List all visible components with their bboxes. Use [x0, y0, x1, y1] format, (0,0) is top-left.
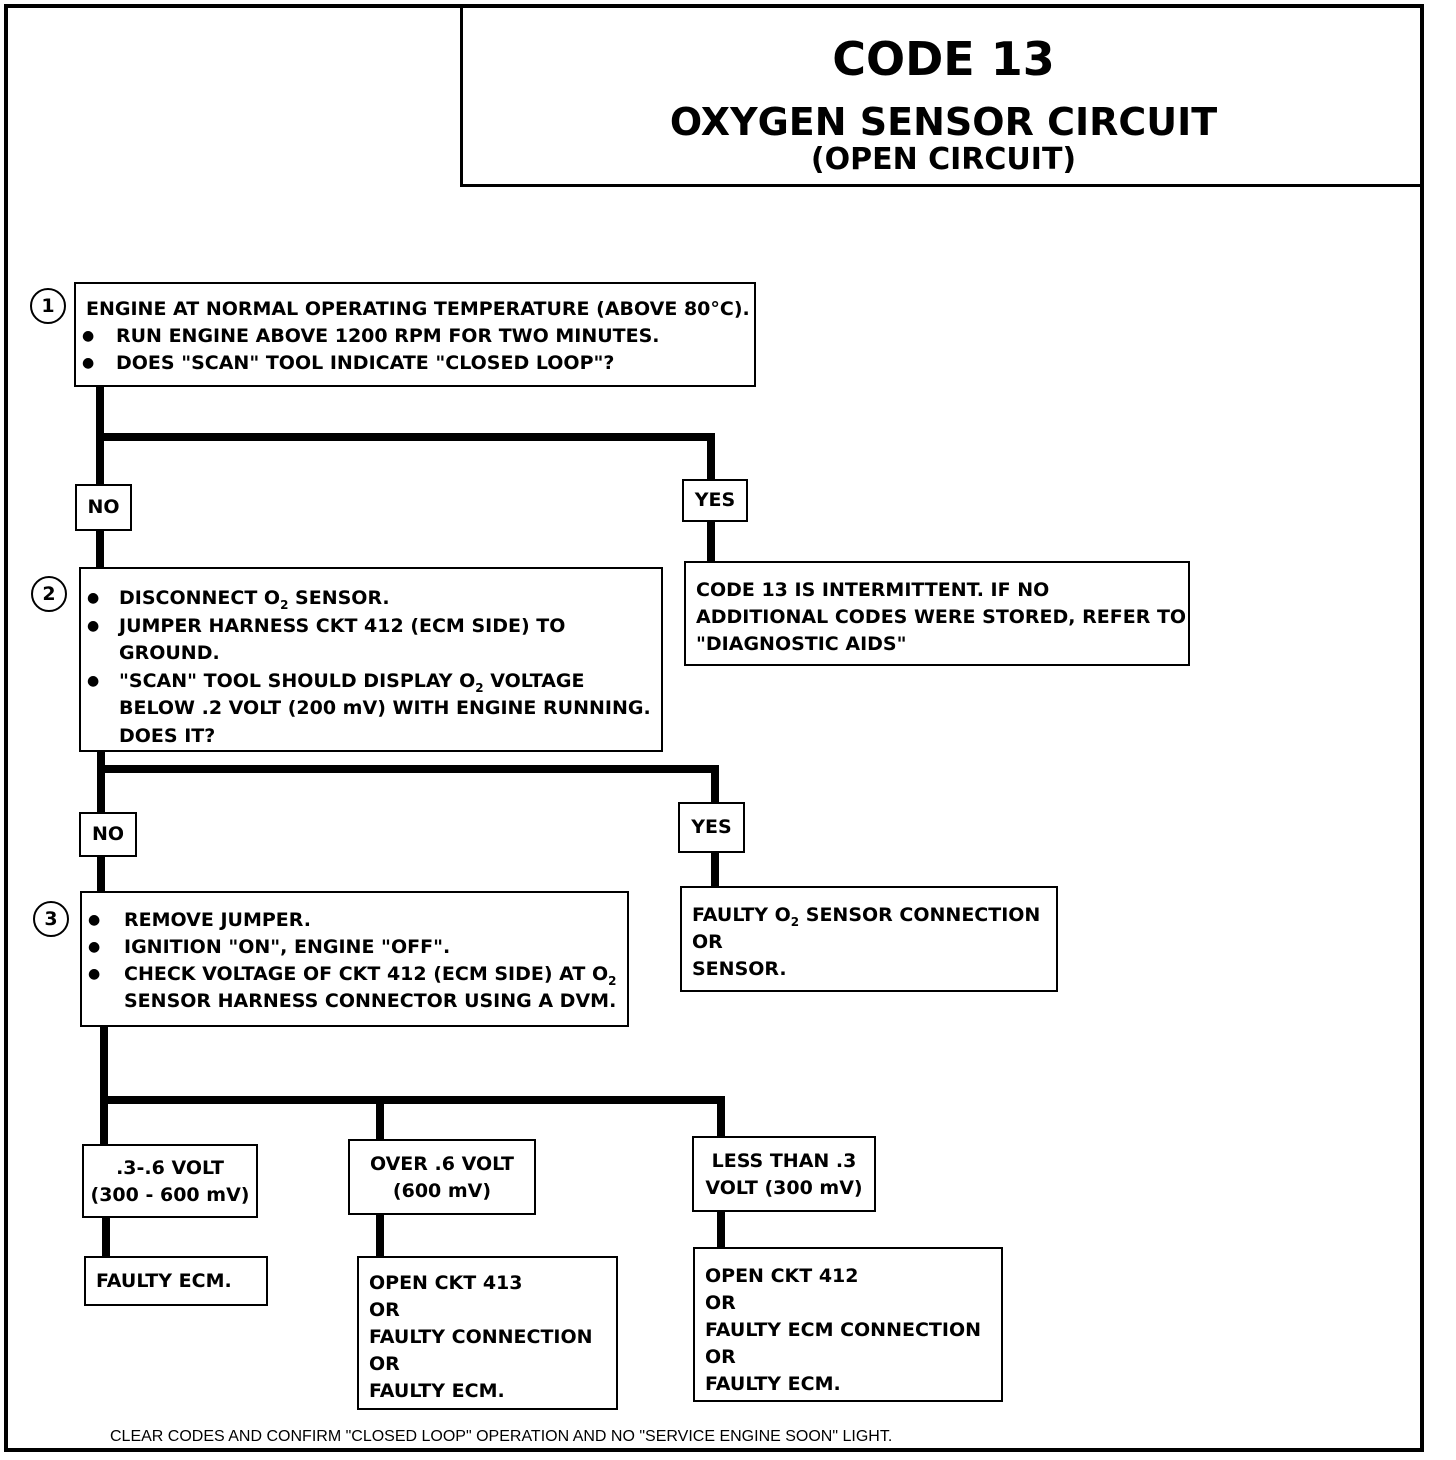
step-3-box: REMOVE JUMPER. IGNITION "ON", ENGINE "OF…	[80, 891, 629, 1027]
connector-line	[711, 851, 719, 889]
result-text: FAULTY O2 SENSOR CONNECTION	[682, 902, 1056, 929]
connector-line	[97, 765, 719, 773]
title-block: CODE 13 OXYGEN SENSOR CIRCUIT (OPEN CIRC…	[460, 8, 1424, 187]
range-text: (300 - 600 mV)	[90, 1184, 250, 1206]
connector-line	[100, 1025, 108, 1147]
circuit-title: OXYGEN SENSOR CIRCUIT	[669, 100, 1218, 144]
result-text: FAULTY ECM.	[96, 1270, 232, 1292]
range-text: .3-.6 VOLT	[116, 1157, 224, 1179]
result-text: FAULTY ECM.	[705, 1373, 841, 1395]
result-text: OR	[692, 931, 723, 953]
connector-line	[97, 854, 105, 894]
footer-note: CLEAR CODES AND CONFIRM "CLOSED LOOP" OP…	[110, 1428, 893, 1445]
result-text: OR	[705, 1292, 736, 1314]
result-text: FAULTY ECM.	[369, 1380, 505, 1402]
range-text: OVER .6 VOLT	[369, 1153, 515, 1175]
result-text: FAULTY CONNECTION	[369, 1326, 593, 1348]
step-2-marker: 2	[31, 576, 67, 612]
outer-frame	[4, 4, 1424, 1452]
no-label: NO	[79, 812, 137, 857]
text-part: SENSOR.	[288, 587, 390, 609]
result-text: CODE 13 IS INTERMITTENT. IF NO	[696, 579, 1050, 601]
range-mid-box: .3-.6 VOLT (300 - 600 mV)	[82, 1144, 258, 1218]
range-over-box: OVER .6 VOLT (600 mV)	[348, 1139, 536, 1215]
text-part: SENSOR HARNESS CONNECTOR USING A DVM.	[124, 990, 617, 1012]
result-text: ADDITIONAL CODES WERE STORED, REFER TO	[696, 606, 1187, 628]
result-text: "DIAGNOSTIC AIDS"	[696, 633, 907, 655]
step-3-bullet: REMOVE JUMPER.	[82, 907, 627, 934]
faulty-ecm-result: FAULTY ECM.	[84, 1256, 268, 1306]
text-part: DISCONNECT O	[119, 587, 281, 609]
connector-line	[376, 1214, 384, 1259]
code-title: CODE 13	[832, 32, 1055, 86]
step-1-intro: ENGINE AT NORMAL OPERATING TEMPERATURE (…	[86, 298, 750, 320]
range-less-box: LESS THAN .3 VOLT (300 mV)	[692, 1136, 876, 1212]
connector-line	[707, 433, 715, 483]
step-1-box: ENGINE AT NORMAL OPERATING TEMPERATURE (…	[74, 282, 756, 387]
connector-line	[96, 433, 715, 441]
subscript: 2	[608, 973, 617, 988]
step-2-bullet: JUMPER HARNESS CKT 412 (ECM SIDE) TO GRO…	[81, 613, 661, 668]
step-3-bullet: IGNITION "ON", ENGINE "OFF".	[82, 934, 627, 961]
text-part: VOLTAGE BELOW .2 VOLT (200 mV) WITH ENGI…	[119, 669, 651, 747]
open-412-result: OPEN CKT 412 OR FAULTY ECM CONNECTION OR…	[693, 1247, 1003, 1402]
step-1-marker: 1	[30, 288, 66, 324]
connector-line	[717, 1096, 725, 1138]
text-part: CHECK VOLTAGE OF CKT 412 (ECM SIDE) AT O	[124, 963, 609, 985]
yes-label: YES	[682, 479, 748, 522]
text-part: SENSOR CONNECTION	[799, 904, 1041, 926]
step-2-box: DISCONNECT O2 SENSOR. JUMPER HARNESS CKT…	[79, 567, 663, 752]
step-1-bullet: RUN ENGINE ABOVE 1200 RPM FOR TWO MINUTE…	[76, 323, 754, 350]
step-2-bullet: "SCAN" TOOL SHOULD DISPLAY O2 VOLTAGE BE…	[81, 668, 661, 751]
result-text: SENSOR.	[692, 958, 787, 980]
circuit-subtitle: (OPEN CIRCUIT)	[810, 142, 1077, 177]
step-1-bullet: DOES "SCAN" TOOL INDICATE "CLOSED LOOP"?	[76, 350, 754, 377]
range-text: VOLT (300 mV)	[705, 1177, 863, 1199]
connector-line	[100, 1096, 725, 1104]
result-text: OPEN CKT 412	[705, 1265, 859, 1287]
connector-line	[102, 1216, 110, 1258]
intermittent-result: CODE 13 IS INTERMITTENT. IF NO ADDITIONA…	[684, 561, 1190, 666]
step-3-marker: 3	[33, 901, 69, 937]
text-part: FAULTY O	[692, 904, 791, 926]
range-text: LESS THAN .3	[711, 1150, 857, 1172]
step-2-bullet: DISCONNECT O2 SENSOR.	[81, 585, 661, 613]
result-text: OPEN CKT 413	[369, 1272, 523, 1294]
result-text: OR	[369, 1299, 400, 1321]
result-text: FAULTY ECM CONNECTION	[705, 1319, 981, 1341]
range-text: (600 mV)	[392, 1180, 492, 1202]
no-label: NO	[75, 484, 132, 531]
connector-line	[711, 765, 719, 803]
yes-label: YES	[678, 802, 745, 853]
text-part: "SCAN" TOOL SHOULD DISPLAY O	[119, 669, 476, 692]
connector-line	[97, 750, 105, 816]
result-text: OR	[705, 1346, 736, 1368]
subscript: 2	[280, 597, 289, 612]
faulty-sensor-result: FAULTY O2 SENSOR CONNECTION OR SENSOR.	[680, 886, 1058, 992]
step-3-bullet: CHECK VOLTAGE OF CKT 412 (ECM SIDE) AT O…	[82, 961, 627, 1015]
subscript: 2	[475, 680, 484, 695]
subscript: 2	[790, 914, 800, 929]
connector-line	[707, 520, 715, 565]
connector-line	[717, 1212, 725, 1249]
open-413-result: OPEN CKT 413 OR FAULTY CONNECTION OR FAU…	[357, 1256, 618, 1410]
connector-line	[96, 530, 104, 572]
result-text: OR	[369, 1353, 400, 1375]
connector-line	[376, 1096, 384, 1142]
